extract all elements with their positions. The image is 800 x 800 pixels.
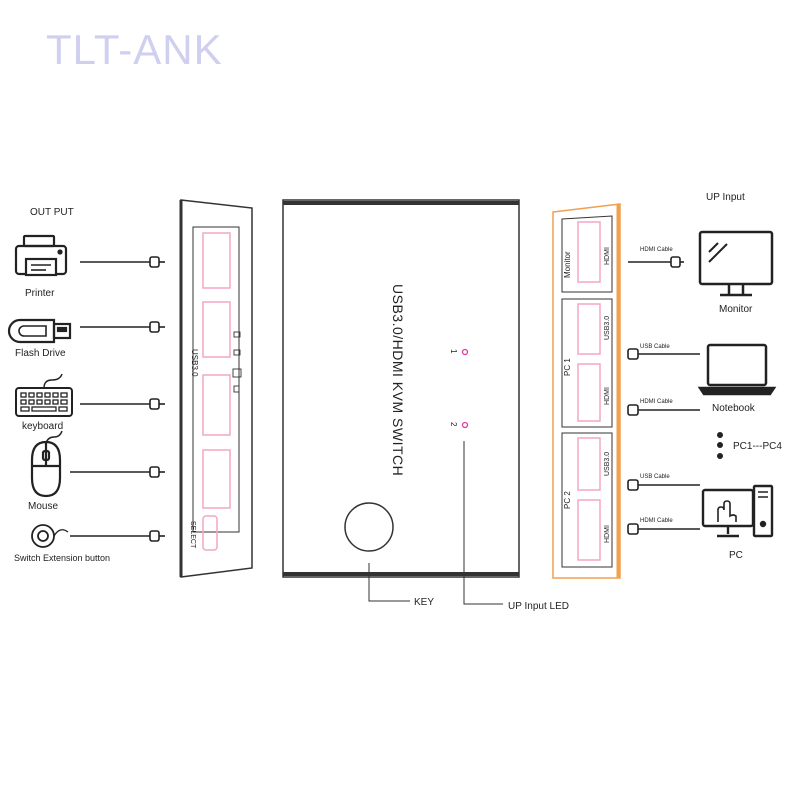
pc2-hdmi-label: HDMI <box>604 525 611 543</box>
cable-label-hdmi-pc2: HDMI Cable <box>640 518 673 524</box>
pc-label: PC <box>729 550 743 561</box>
more-pcs-dots <box>717 432 723 459</box>
notebook-label: Notebook <box>712 403 756 414</box>
printer-icon <box>14 234 68 277</box>
output-heading: OUT PUT <box>30 207 74 218</box>
printer-label: Printer <box>25 288 55 299</box>
monitor-label: Monitor <box>719 304 753 315</box>
pc-range-label: PC1---PC4 <box>733 441 782 452</box>
notebook-icon <box>697 343 777 396</box>
port-symbol-icons <box>232 331 242 393</box>
usb-port-4 <box>202 449 231 509</box>
led-2-number: 2 <box>449 422 458 427</box>
pc1-label: PC 1 <box>563 358 572 376</box>
extension-button-label: Switch Extension button <box>14 553 110 563</box>
extension-button-icon <box>31 524 69 548</box>
pc1-port-group <box>561 298 613 428</box>
watermark: TLT-ANK <box>46 26 223 73</box>
unit-title: USB3.0/HDMI KVM SWITCH <box>390 284 406 476</box>
usb-port-2 <box>202 301 231 358</box>
monitor-port-group <box>561 215 613 293</box>
key-callout: KEY <box>414 597 434 608</box>
pc1-hdmi-label: HDMI <box>604 387 611 405</box>
keyboard-label: keyboard <box>22 421 63 432</box>
pc2-label: PC 2 <box>563 491 572 509</box>
pc2-port-group <box>561 432 613 568</box>
mouse-label: Mouse <box>28 501 58 512</box>
usb-port-3 <box>202 374 231 436</box>
keyboard-icon <box>15 373 73 417</box>
led-callout: UP Input LED <box>508 601 569 612</box>
cable-label-usb-pc1: USB Cable <box>640 344 670 350</box>
pc1-hdmi-port <box>577 363 601 422</box>
cable-label-usb-pc2: USB Cable <box>640 474 670 480</box>
output-port-group <box>192 226 240 533</box>
key-button <box>344 502 394 552</box>
select-label: SELECT <box>189 521 196 549</box>
monitor-port-label: Monitor <box>563 251 572 278</box>
pc2-usb-label: USB3.0 <box>604 452 611 476</box>
callout-lines <box>368 441 503 605</box>
left-cables <box>70 256 165 542</box>
mouse-icon <box>30 430 63 498</box>
pc2-hdmi-port <box>577 499 601 561</box>
usb30-side-label: USB3.0 <box>190 349 199 377</box>
monitor-hdmi-port <box>577 221 601 283</box>
monitor-hdmi-label: HDMI <box>604 247 611 265</box>
led-2 <box>461 421 469 429</box>
flash-drive-label: Flash Drive <box>15 348 66 359</box>
pc1-usb-label: USB3.0 <box>604 316 611 340</box>
right-cables <box>627 256 700 535</box>
led-1 <box>461 348 469 356</box>
pc-icon <box>701 484 774 538</box>
led-1-number: 1 <box>449 349 458 354</box>
input-side-panel: Monitor HDMI PC 1 USB3.0 HDMI PC 2 USB3.… <box>552 203 621 579</box>
up-input-heading: UP Input <box>706 192 745 203</box>
select-port <box>202 515 218 551</box>
pc2-usb-port <box>577 437 601 491</box>
cable-label-hdmi-pc1: HDMI Cable <box>640 399 673 405</box>
output-side-panel: USB3.0 SELECT <box>179 199 253 578</box>
flash-drive-icon <box>7 318 72 344</box>
monitor-icon <box>698 230 774 297</box>
cable-label-hdmi-monitor: HDMI Cable <box>640 247 673 253</box>
pc1-usb-port <box>577 303 601 355</box>
usb-port-1 <box>202 232 231 289</box>
kvm-main-unit: USB3.0/HDMI KVM SWITCH 1 2 <box>282 199 520 578</box>
